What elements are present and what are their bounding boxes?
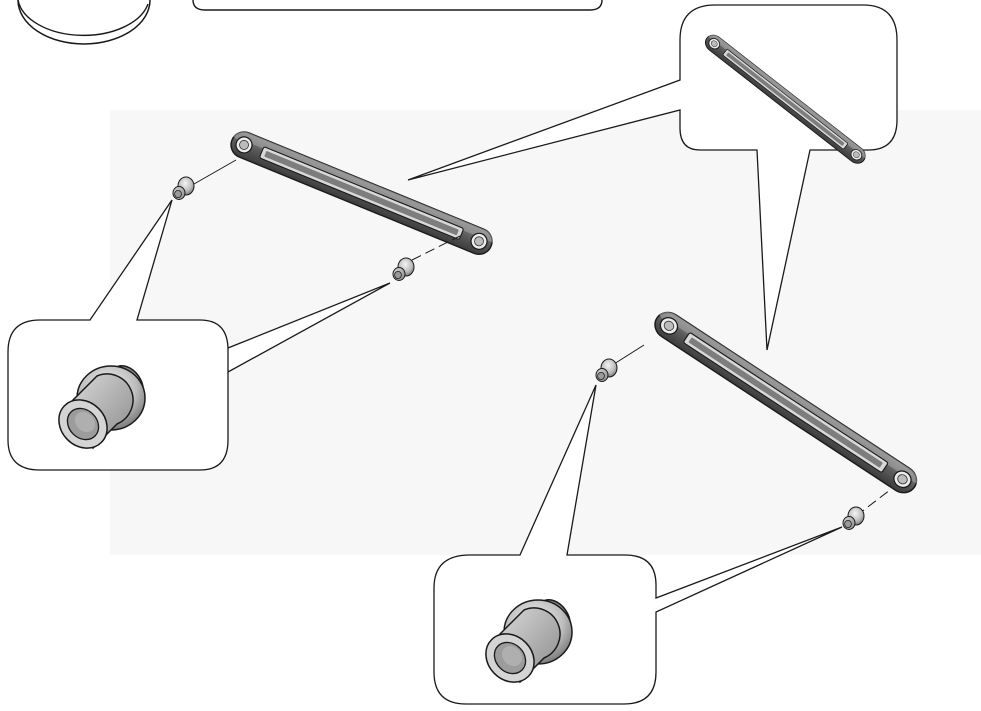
step-number-circle: [18, 0, 150, 44]
background-plate: [110, 110, 981, 555]
top-frame-edge: [193, 0, 602, 10]
